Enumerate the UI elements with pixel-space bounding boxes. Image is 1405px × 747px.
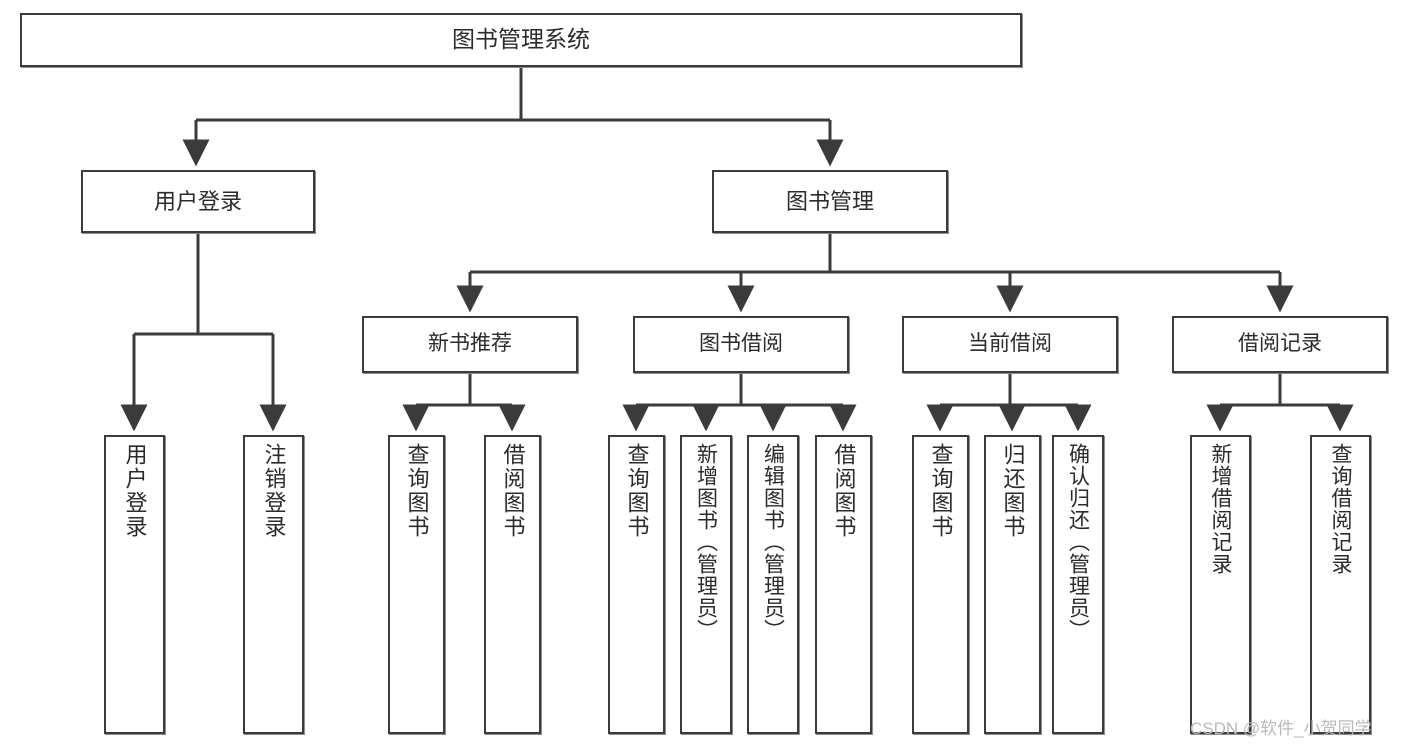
- node-leaf-query-book-2[interactable]: 查询图书: [608, 435, 665, 734]
- node-user-login[interactable]: 用户登录: [81, 170, 315, 233]
- node-leaf-confirm-return[interactable]: 确认归还（管理员）: [1052, 435, 1104, 734]
- node-leaf-return-book[interactable]: 归还图书: [984, 435, 1041, 734]
- node-label: 当前借阅: [968, 332, 1052, 356]
- node-leaf-borrow-book-1[interactable]: 借阅图书: [484, 435, 541, 734]
- node-new-book-recommendation[interactable]: 新书推荐: [362, 316, 578, 373]
- node-label: 确认归还（管理员）: [1066, 443, 1090, 641]
- node-label: 新增图书（管理员）: [694, 443, 718, 641]
- node-book-management[interactable]: 图书管理: [712, 170, 948, 233]
- node-current-borrowing[interactable]: 当前借阅: [902, 316, 1118, 373]
- node-label: 查询图书: [928, 443, 954, 539]
- node-leaf-query-record[interactable]: 查询借阅记录: [1310, 435, 1371, 734]
- node-label: 编辑图书（管理员）: [761, 443, 785, 641]
- node-label: 注销登录: [261, 443, 287, 539]
- node-label: 借阅图书: [831, 443, 857, 539]
- node-label: 查询图书: [624, 443, 650, 539]
- node-borrow-record[interactable]: 借阅记录: [1172, 316, 1388, 373]
- node-leaf-add-record[interactable]: 新增借阅记录: [1190, 435, 1251, 734]
- node-label: 图书管理: [785, 188, 874, 214]
- node-book-borrowing[interactable]: 图书借阅: [633, 316, 849, 373]
- node-leaf-edit-book[interactable]: 编辑图书（管理员）: [747, 435, 799, 734]
- node-leaf-add-book[interactable]: 新增图书（管理员）: [680, 435, 732, 734]
- node-leaf-query-book-3[interactable]: 查询图书: [912, 435, 969, 734]
- node-label: 归还图书: [1000, 443, 1026, 539]
- node-leaf-borrow-book-2[interactable]: 借阅图书: [815, 435, 872, 734]
- node-book-management-system[interactable]: 图书管理系统: [20, 13, 1022, 67]
- node-label: 用户登录: [153, 188, 242, 214]
- node-label: 借阅记录: [1238, 332, 1322, 356]
- node-label: 图书借阅: [699, 332, 783, 356]
- node-leaf-user-login[interactable]: 用户登录: [104, 435, 165, 734]
- node-label: 图书管理系统: [452, 26, 590, 53]
- node-leaf-query-book-1[interactable]: 查询图书: [388, 435, 445, 734]
- node-label: 新书推荐: [428, 332, 512, 356]
- node-label: 查询借阅记录: [1329, 443, 1352, 575]
- node-label: 用户登录: [122, 443, 148, 539]
- node-label: 查询图书: [404, 443, 430, 539]
- node-label: 新增借阅记录: [1209, 443, 1232, 575]
- node-leaf-user-logout[interactable]: 注销登录: [243, 435, 304, 734]
- node-label: 借阅图书: [500, 443, 526, 539]
